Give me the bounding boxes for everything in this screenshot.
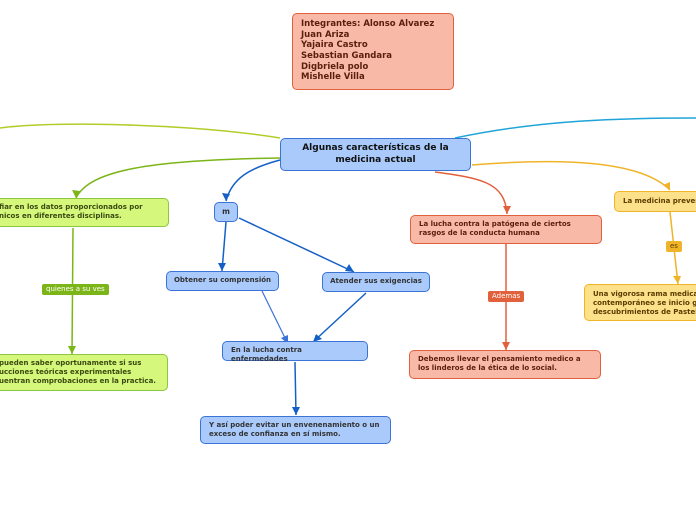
node-evitar[interactable]: Y así poder evitar un envenenamiento o u… [200, 416, 391, 444]
node-linderos[interactable]: Debemos llevar el pensamiento medico a l… [409, 350, 601, 379]
node-rama[interactable]: Una vigorosa rama medica contemporáneo s… [584, 284, 696, 321]
node-obtener[interactable]: Obtener su comprensión [166, 271, 279, 291]
node-lucha-enfermedades[interactable]: En la lucha contra enfermedades [222, 341, 368, 363]
central-topic[interactable]: Algunas características de la medicina a… [280, 138, 471, 171]
node-confiar[interactable]: fiar en los datos proporcionados por nic… [0, 198, 169, 227]
label-quienes: quienes a su ves [42, 284, 109, 295]
node-m[interactable]: m [214, 202, 238, 222]
node-atender[interactable]: Atender sus exigencias [322, 272, 430, 292]
node-preventiva[interactable]: La medicina preven [614, 191, 696, 212]
label-es: es [666, 241, 682, 252]
node-patogena[interactable]: La lucha contra la patógena de ciertos r… [410, 215, 602, 244]
node-pueden[interactable]: pueden saber oportunamente si sus uccion… [0, 354, 168, 391]
label-ademas: Ademas [488, 291, 525, 302]
members-node[interactable]: Integrantes: Alonso Alvarez Juan Ariza Y… [292, 13, 454, 90]
